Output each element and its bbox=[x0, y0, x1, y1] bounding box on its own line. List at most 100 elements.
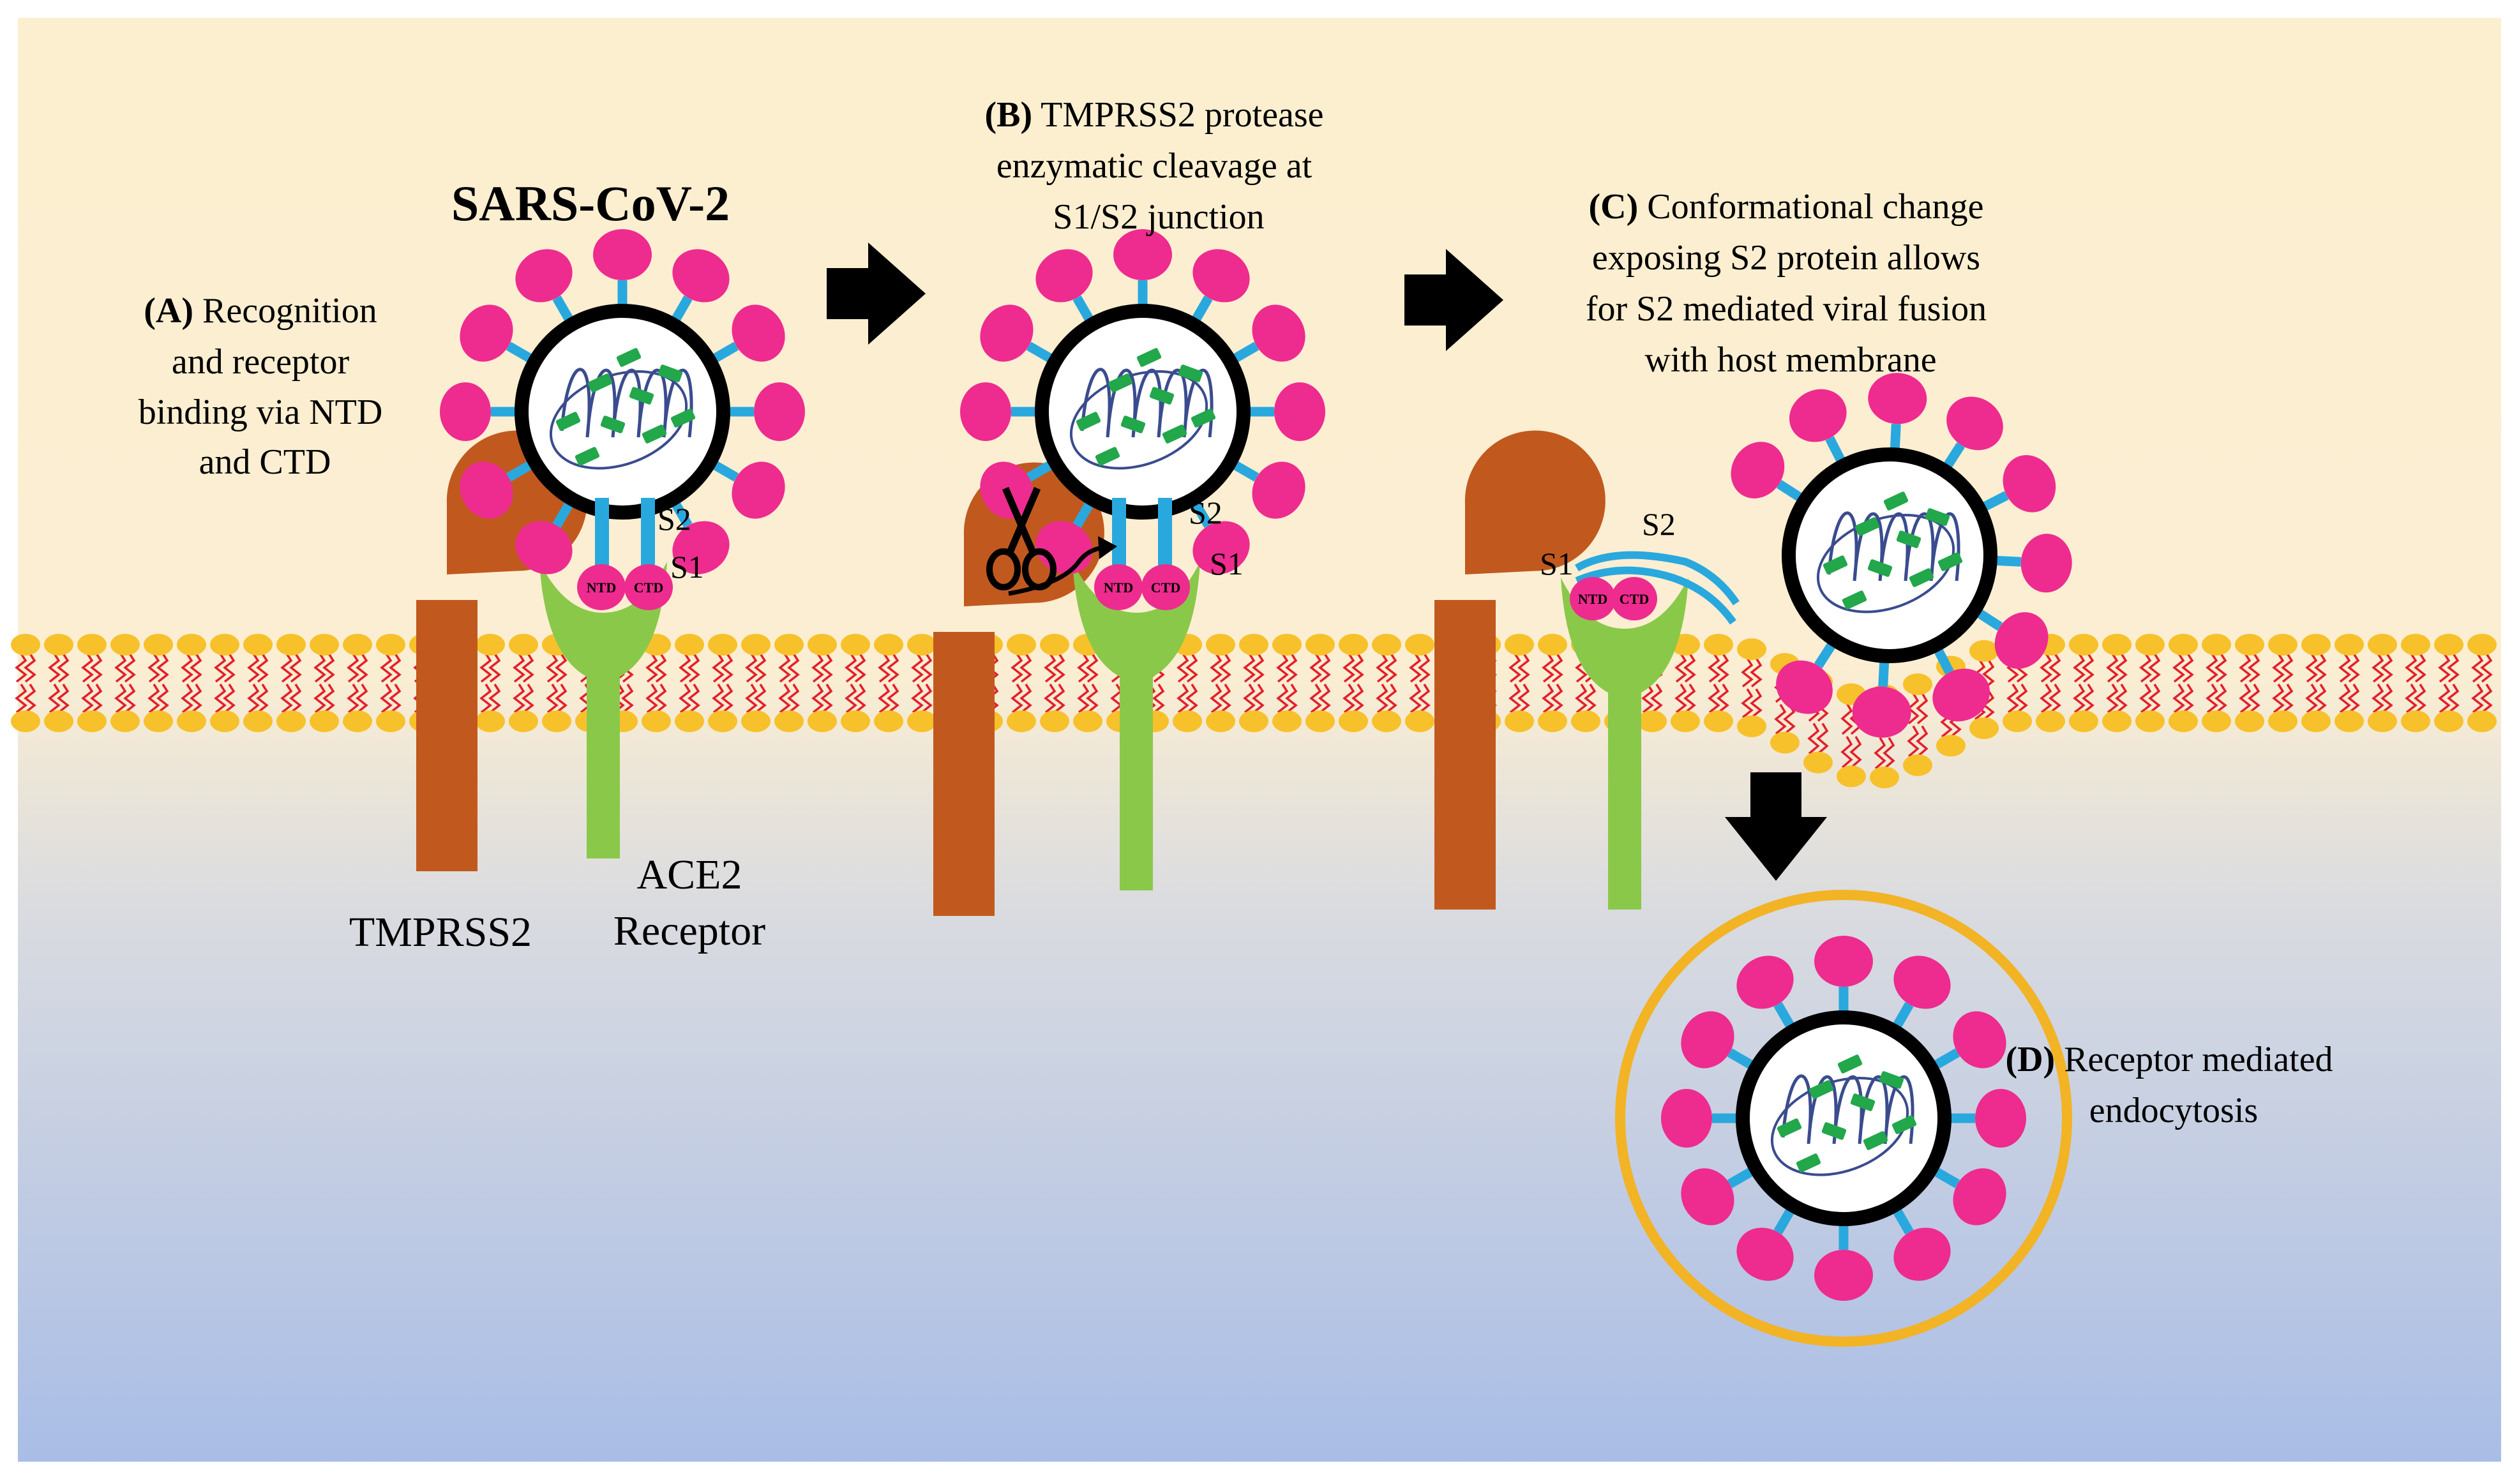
label-s2-a: S2 bbox=[658, 501, 691, 537]
ntd-domain bbox=[1570, 577, 1616, 620]
lipid-head bbox=[907, 634, 936, 656]
nucleocapsid-protein bbox=[575, 447, 600, 466]
ctd-label: CTD bbox=[634, 580, 663, 596]
nucleocapsid-protein bbox=[1909, 568, 1934, 587]
nucleocapsid-protein bbox=[1076, 412, 1101, 431]
lipid-head bbox=[2434, 710, 2463, 732]
nucleocapsid-protein bbox=[1879, 1071, 1904, 1089]
lipid-head bbox=[808, 710, 837, 732]
lipid-head bbox=[2434, 634, 2463, 656]
nucleocapsid-protein bbox=[1823, 555, 1848, 574]
lipid-head bbox=[2268, 634, 2297, 656]
nucleocapsid-protein bbox=[1925, 508, 1950, 526]
lipid-head bbox=[1173, 710, 1202, 732]
lipid-head bbox=[2135, 710, 2165, 732]
lipid-head bbox=[1538, 710, 1567, 732]
spike-protein bbox=[754, 382, 805, 441]
endosome-vesicle bbox=[1615, 890, 2072, 1347]
spike-protein bbox=[1252, 304, 1305, 362]
spike-protein bbox=[1661, 1089, 1712, 1148]
nucleocapsid-protein bbox=[1136, 348, 1162, 367]
spike-protein bbox=[980, 304, 1034, 362]
lipid-head bbox=[77, 634, 107, 656]
lipid-head bbox=[210, 710, 239, 732]
lipid-head bbox=[1272, 634, 1302, 656]
lipid-head bbox=[310, 710, 339, 732]
nucleocapsid-protein bbox=[670, 408, 696, 428]
spike-protein bbox=[1681, 1011, 1734, 1068]
lipid-head bbox=[1040, 710, 1069, 732]
ntd-domain bbox=[577, 564, 626, 610]
lipid-head bbox=[774, 634, 804, 656]
spike-protein bbox=[1736, 1227, 1794, 1281]
nucleocapsid-protein bbox=[629, 387, 654, 405]
step-d-letter: (D) bbox=[2005, 1040, 2055, 1079]
lipid-head bbox=[1969, 640, 1999, 662]
spike-protein bbox=[515, 521, 573, 574]
step-c-line-2: exposing S2 protein allows bbox=[1592, 238, 1980, 278]
lipid-head bbox=[343, 710, 372, 732]
nucleocapsid-protein bbox=[1120, 416, 1146, 433]
sars-cov-2-virion bbox=[1731, 373, 2072, 738]
nucleocapsid-protein bbox=[642, 424, 667, 444]
lipid-head bbox=[2368, 634, 2397, 656]
lipid-head bbox=[1372, 634, 1401, 656]
spike-protein bbox=[1252, 461, 1305, 519]
lipid-head bbox=[1737, 638, 1766, 661]
lipid-head bbox=[1671, 710, 1700, 732]
step-c-line-3: for S2 mediated viral fusion bbox=[1586, 289, 1987, 329]
lipid-head bbox=[1505, 710, 1534, 732]
step-b-line-3: S1/S2 junction bbox=[1053, 197, 1264, 237]
nucleocapsid-protein bbox=[1850, 1093, 1876, 1111]
lipid-head bbox=[2003, 710, 2032, 732]
spike-protein bbox=[1946, 396, 2003, 451]
lipid-head bbox=[177, 710, 206, 732]
lipid-head bbox=[1272, 710, 1302, 732]
lipid-head bbox=[2368, 710, 2397, 732]
lipid-head bbox=[210, 634, 239, 656]
spike-protein bbox=[460, 461, 513, 519]
spike-protein bbox=[960, 382, 1011, 441]
lipid-head bbox=[144, 634, 173, 656]
lipid-head bbox=[1969, 717, 1999, 739]
nucleocapsid-protein bbox=[1178, 364, 1203, 382]
nucleocapsid-protein bbox=[1149, 387, 1175, 405]
spike-protein bbox=[1113, 229, 1172, 280]
lipid-head bbox=[476, 710, 505, 732]
spike-protein bbox=[1893, 956, 1951, 1009]
lipid-head bbox=[1837, 765, 1866, 788]
spike-protein bbox=[1789, 389, 1847, 442]
lipid-head bbox=[874, 710, 903, 732]
lipid-head bbox=[1206, 634, 1235, 656]
spike-protein bbox=[440, 382, 491, 441]
lipid-head bbox=[276, 710, 306, 732]
nucleocapsid-protein bbox=[1937, 552, 1963, 571]
nucleocapsid-protein bbox=[1883, 491, 1909, 511]
lipid-head bbox=[642, 710, 671, 732]
step-b-letter: (B) bbox=[985, 95, 1033, 135]
lipid-head bbox=[1339, 634, 1368, 656]
tmprss2-protease bbox=[1434, 430, 1605, 910]
lipid-head bbox=[1870, 766, 1899, 788]
lipid-head bbox=[2235, 634, 2264, 656]
label-s1-b: S1 bbox=[1210, 546, 1244, 581]
lipid-head bbox=[2268, 710, 2297, 732]
arrow-right-icon bbox=[1404, 249, 1503, 351]
nucleocapsid-protein bbox=[1108, 373, 1133, 393]
spike-protein bbox=[1893, 1227, 1951, 1281]
lipid-head bbox=[1372, 710, 1401, 732]
spike-protein bbox=[1192, 521, 1250, 574]
lipid-head bbox=[1305, 634, 1335, 656]
nucleocapsid-protein bbox=[658, 364, 683, 382]
lipid-head bbox=[841, 634, 870, 656]
cleavage-arrowhead bbox=[1098, 536, 1117, 559]
ntd-domain bbox=[1094, 564, 1143, 610]
cleavage-arrow bbox=[1008, 545, 1105, 596]
scissors-icon bbox=[986, 486, 1056, 590]
step-d-caption: (D) Receptor mediated endocytosis bbox=[2005, 1040, 2342, 1130]
lipid-head bbox=[2069, 634, 2098, 656]
nucleocapsid-protein bbox=[1863, 1131, 1888, 1150]
lipid-head bbox=[841, 710, 870, 732]
